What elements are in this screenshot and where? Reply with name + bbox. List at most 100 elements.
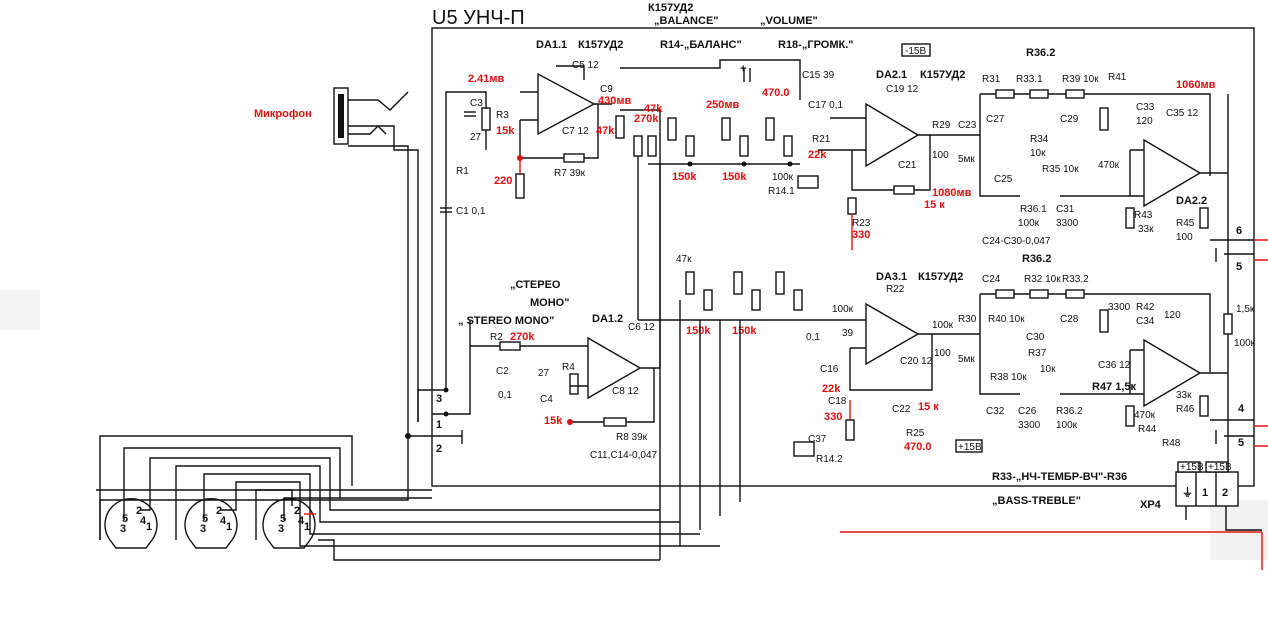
svg-text:DA2.1: DA2.1 xyxy=(876,69,907,81)
svg-text:120: 120 xyxy=(1136,116,1153,127)
svg-text:33к: 33к xyxy=(1138,224,1154,235)
svg-text:C15 39: C15 39 xyxy=(802,70,835,81)
resistor-220 xyxy=(515,173,525,199)
voltage-1080mv: 1080мв xyxy=(932,187,972,199)
svg-text:C31: C31 xyxy=(1056,204,1075,215)
pin-2: 2 xyxy=(436,443,442,455)
svg-text:R14.1: R14.1 xyxy=(768,186,795,197)
pot-r141 xyxy=(797,175,819,189)
svg-text:6: 6 xyxy=(1236,225,1242,237)
r25-value: 330 xyxy=(824,411,842,423)
svg-text:R45: R45 xyxy=(1176,218,1195,229)
cap-470-bottom: 470.0 xyxy=(904,441,932,453)
svg-text:100к: 100к xyxy=(1018,218,1040,229)
svg-text:C9: C9 xyxy=(600,84,613,95)
svg-text:27: 27 xyxy=(470,132,482,143)
svg-text:100к: 100к xyxy=(832,304,854,315)
opamp-da11-type: К157УД2 xyxy=(578,39,623,51)
resistor-r7 xyxy=(563,153,585,163)
svg-text:2: 2 xyxy=(136,505,142,517)
svg-text:4: 4 xyxy=(298,515,305,527)
svg-text:R46: R46 xyxy=(1176,404,1195,415)
voltage-250mv: 250мв xyxy=(706,99,739,111)
svg-text:0,1: 0,1 xyxy=(806,332,820,343)
svg-text:„СТЕРЕО: „СТЕРЕО xyxy=(510,279,561,291)
svg-text:+15В: +15В xyxy=(1208,462,1232,473)
svg-text:0,1: 0,1 xyxy=(498,390,512,401)
r21-value: 22k xyxy=(808,149,827,161)
svg-text:C28: C28 xyxy=(1060,314,1079,325)
svg-text:R48: R48 xyxy=(1162,438,1181,449)
svg-text:R31: R31 xyxy=(982,74,1001,85)
svg-text:100: 100 xyxy=(1176,232,1193,243)
svg-text:+15В: +15В xyxy=(958,442,982,453)
svg-text:К157УД2: К157УД2 xyxy=(918,271,963,283)
svg-text:C18: C18 xyxy=(828,396,847,407)
svg-text:C24: C24 xyxy=(982,274,1001,285)
svg-text:1: 1 xyxy=(226,521,232,533)
res-150k-d: 150k xyxy=(732,325,757,337)
svg-text:39: 39 xyxy=(842,328,854,339)
svg-text:2: 2 xyxy=(216,505,222,517)
svg-text:R29: R29 xyxy=(932,120,951,131)
header-balance: „BALANCE" xyxy=(654,15,719,27)
svg-text:C30: C30 xyxy=(1026,332,1045,343)
cap-470-top: 470.0 xyxy=(762,87,790,99)
res-150k-a: 150k xyxy=(672,171,697,183)
svg-text:C36 12: C36 12 xyxy=(1098,360,1131,371)
schematic-title: U5 УНЧ-П xyxy=(432,7,525,29)
r-15k-bottom: 15k xyxy=(544,415,563,427)
svg-text:C24-C30-0,047: C24-C30-0,047 xyxy=(982,236,1051,247)
svg-text:C26: C26 xyxy=(1018,406,1037,417)
pot-r142 xyxy=(793,441,815,457)
board-outline xyxy=(431,27,1255,487)
svg-text:4: 4 xyxy=(220,515,227,527)
svg-text:R43: R43 xyxy=(1134,210,1153,221)
svg-text:C19 12: C19 12 xyxy=(886,84,919,95)
svg-text:C29: C29 xyxy=(1060,114,1079,125)
opamp-da11-triangle xyxy=(537,72,596,136)
svg-text:3300: 3300 xyxy=(1108,302,1131,313)
svg-text:C3: C3 xyxy=(470,98,483,109)
res-150k-c: 150k xyxy=(686,325,711,337)
svg-text:100к: 100к xyxy=(772,172,794,183)
svg-text:C2: C2 xyxy=(496,366,509,377)
svg-text:5: 5 xyxy=(122,513,128,525)
svg-text:R40 10к: R40 10к xyxy=(988,314,1025,325)
svg-text:1: 1 xyxy=(304,521,310,533)
opamp-da22-triangle xyxy=(1143,138,1202,208)
connector-ground-icon: ⏚ xyxy=(1182,486,1193,499)
svg-text:R7 39к: R7 39к xyxy=(554,168,586,179)
svg-text:5мк: 5мк xyxy=(958,154,975,165)
svg-text:3: 3 xyxy=(120,523,126,535)
svg-text:DA2.2: DA2.2 xyxy=(1176,195,1207,207)
din-connector-1: 5 2 4 3 1 xyxy=(104,498,158,549)
svg-text:1: 1 xyxy=(1202,487,1208,499)
res-150k-b: 150k xyxy=(722,171,747,183)
svg-text:470к: 470к xyxy=(1098,160,1120,171)
res-270k-top: 270k xyxy=(634,113,659,125)
svg-text:C21: C21 xyxy=(898,160,917,171)
svg-text:C33: C33 xyxy=(1136,102,1155,113)
svg-text:К157УД2: К157УД2 xyxy=(920,69,965,81)
svg-text:C27: C27 xyxy=(986,114,1005,125)
r3-value: 15k xyxy=(496,125,515,137)
rail-label-box xyxy=(901,43,931,57)
svg-text:R36.1: R36.1 xyxy=(1020,204,1047,215)
balance-label: R14-„БАЛАНС" xyxy=(660,39,742,51)
svg-text:3: 3 xyxy=(278,523,284,535)
svg-text:470к: 470к xyxy=(1134,410,1156,421)
svg-text:C17 0,1: C17 0,1 xyxy=(808,100,843,111)
svg-text:+15В: +15В xyxy=(1180,462,1204,473)
svg-text:R1: R1 xyxy=(456,166,469,177)
svg-text:R35 10к: R35 10к xyxy=(1042,164,1079,175)
svg-text:R3: R3 xyxy=(496,110,509,121)
svg-text:R33.2: R33.2 xyxy=(1062,274,1089,285)
svg-text:C25: C25 xyxy=(994,174,1013,185)
jack-spring-lower xyxy=(348,125,387,135)
svg-text:R14.2: R14.2 xyxy=(816,454,843,465)
voltage-da11-out: 430мв xyxy=(598,95,631,107)
svg-text:C7 12: C7 12 xyxy=(562,126,589,137)
svg-text:R32 10к: R32 10к xyxy=(1024,274,1061,285)
voltage-mic-in: 2.41мв xyxy=(468,73,505,85)
